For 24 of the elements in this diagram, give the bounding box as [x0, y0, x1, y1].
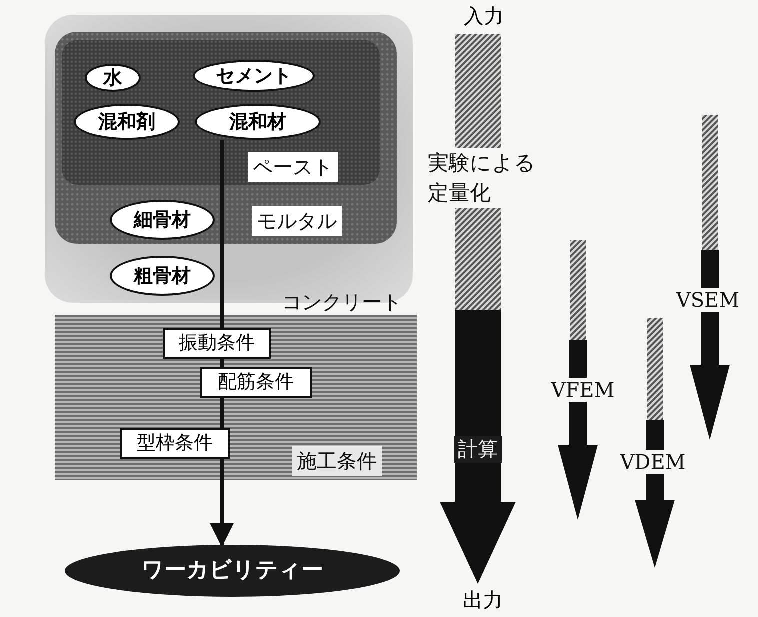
io-label: 入力 [462, 2, 506, 30]
construction-band [55, 315, 417, 480]
ingredient-ellipse: 粗骨材 [110, 256, 215, 296]
material-region [62, 40, 380, 185]
condition-label: 型枠条件 [120, 428, 230, 459]
ingredient-ellipse: 混和材 [195, 104, 321, 140]
condition-label: 配筋条件 [200, 367, 312, 398]
connector-line [220, 140, 224, 328]
condition-label: 振動条件 [163, 328, 271, 359]
ingredient-ellipse: 混和剤 [74, 104, 180, 140]
annotation-text: 計算 [454, 436, 502, 463]
connector-line [220, 359, 224, 367]
io-label: 出力 [458, 586, 508, 614]
material-region [55, 32, 397, 244]
region-label: ペースト [248, 152, 338, 182]
ingredient-ellipse: 水 [85, 64, 141, 92]
connector-line [220, 398, 224, 428]
region-label: コンクリート [281, 289, 403, 316]
connector-line [210, 459, 234, 548]
ingredient-ellipse: セメント [193, 60, 315, 92]
region-label: 施工条件 [292, 446, 382, 476]
ingredient-ellipse: 細骨材 [110, 200, 215, 240]
region-label: モルタル [252, 206, 342, 236]
result-ellipse: ワーカビリティー [65, 545, 400, 597]
